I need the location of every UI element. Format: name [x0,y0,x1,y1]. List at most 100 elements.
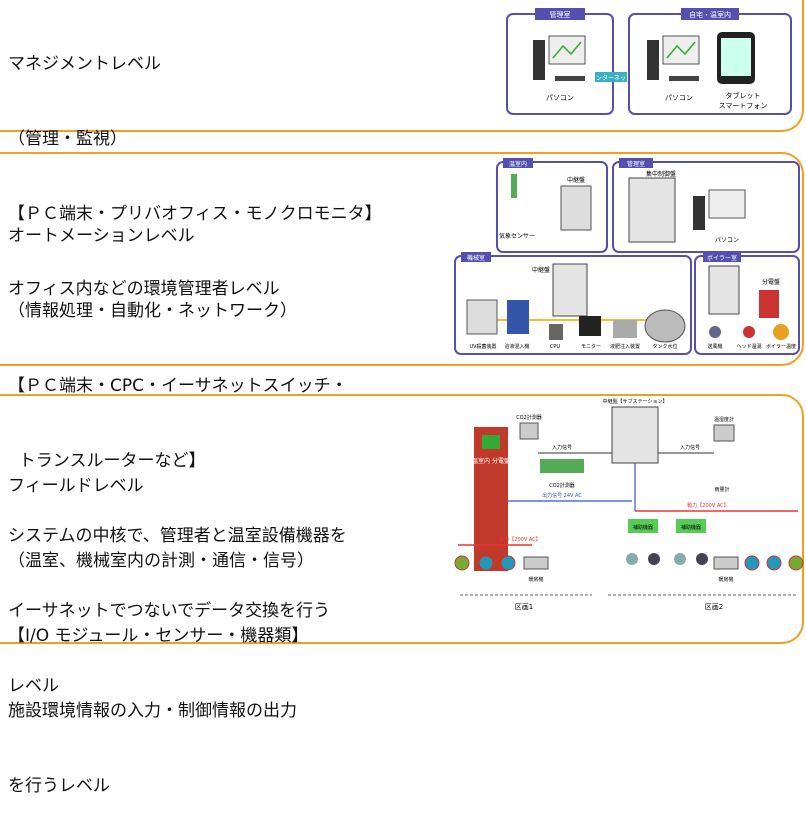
substation-icon [611,406,659,464]
level-line: 施設環境情報の入力・制御情報の出力 [8,701,297,721]
sensor-icon [478,555,494,571]
fan-icon [674,553,686,565]
distribution-panel-icon [759,290,779,318]
weather-label: 気象センサー [499,232,535,240]
graph-icon [552,41,582,59]
boiler-unit-label: ボイラー温度 [766,343,796,350]
mixer-icon [507,300,529,334]
controller-label: 中継盤 [532,266,550,274]
level-line: 【ＰＣ端末・プリバオフィス・モノクロモニタ】 [8,204,382,224]
level-line: 【ＰＣ端末・CPC・イーサネットスイッチ・ [8,376,348,396]
unit-label: UV殺菌装置 [469,343,496,350]
plant-icon [511,174,517,198]
co2-sensor-icon [519,422,539,440]
field-level-text: フィールドレベル （温室、機械室内の計測・通信・信号） 【I/O モジュール・セ… [8,424,314,824]
unit-label: モニター [581,343,601,350]
co2-label-2: CO2計測器 [549,482,575,489]
home-box-title: 自宅・温室内 [689,10,731,19]
control-room-title: 管理室 [627,160,645,168]
controller-icon [560,185,592,231]
zone1-label: 区画1 [515,603,533,611]
boiler-room-title: ボイラー室 [707,254,737,262]
sensor-icon [500,555,516,571]
automation-diagram: 温室内 気象センサー 中継盤 管理室 集中制御盤 パソコン 機械室 中継盤 UV… [454,158,800,355]
controller-icon [552,263,588,317]
monitor-icon [708,189,746,219]
management-diagram: 管理室 パソコン インターネット 自宅・温室内 パソコン タブレット スマートフ… [506,8,792,115]
automation-level-panel [0,152,804,366]
tablet-screen [721,38,751,76]
internet-arrow [595,72,627,82]
central-controller-icon [628,177,676,243]
rain-label: 雨量計 [714,486,729,493]
pc-label: パソコン [546,94,574,102]
greenhouse-title: 温室内 [509,160,527,168]
level-line: を行うレベル [8,776,110,796]
unit-label: 溶液混入機 [504,343,529,350]
level-line: トランスルーターなど】 [8,451,206,471]
panel-label: 温室内 分電盤 [472,457,510,465]
phone-label: スマートフォン [719,102,768,110]
central-controller-label: 集中制御盤 [646,170,676,178]
distribution-panel-icon [474,427,508,571]
management-level-text: マネジメントレベル （管理・監視） 【ＰＣ端末・プリバオフィス・モノクロモニタ】… [8,2,382,327]
relay-icon [628,519,658,533]
tank-icon [644,309,686,343]
internet-label: インターネット [590,74,632,82]
valve-icon [648,553,660,565]
pc-tower-icon [533,40,545,80]
controller-icon [708,265,740,315]
fan-icon [709,326,721,338]
pc-tower-icon [647,40,659,80]
fertilizer-icon [613,320,637,338]
cpu-icon [549,324,563,340]
pc-label: パソコン [715,237,739,244]
boiler-icon [773,324,789,340]
pc-label: パソコン [665,94,693,102]
management-level-panel [0,0,804,132]
graph-icon [666,41,696,59]
keyboard-icon [555,76,585,81]
equipment-label: 暖房機 [528,576,543,583]
unit-label: タンク水位 [652,343,677,350]
heater-icon [523,556,549,570]
co2-label: CO2計測器 [516,414,542,421]
svg-text:暖房機: 暖房機 [718,576,733,583]
substation-label: 中継盤【サブステーション】 [603,398,668,405]
level-line: 【I/O モジュール・センサー・機器類】 [8,626,309,646]
input-label: 入力信号 [552,444,572,451]
plant-icon [540,459,584,473]
unit-label: CPU [550,344,561,350]
level-line: オフィス内などの環境管理者レベル [8,279,280,299]
level-title: オートメーションレベル [8,226,195,246]
office-box-header [535,8,585,20]
valve-icon [696,553,708,565]
controller-label: 中継盤 [567,176,585,184]
keyboard-icon [669,76,699,81]
boiler-unit-label: ヘッド温湯 [736,343,761,350]
office-box-title: 管理室 [550,10,571,19]
automation-level-text: オートメーションレベル （情報処理・自動化・ネットワーク） 【ＰＣ端末・CPC・… [8,174,348,724]
tablet-label: タブレット [726,91,761,100]
level-line: イーサネットでつないでデータ交換を行う [8,601,331,621]
level-title: マネジメントレベル [8,54,161,74]
monitor-icon [579,316,601,336]
level-line: （温室、機械室内の計測・通信・信号） [8,551,314,571]
pc-tower-icon [693,196,705,230]
valve-icon [743,326,755,338]
output-label: 出力信号 24V AC [542,492,582,499]
power-label-right: 動力【200V AC】 [687,502,728,509]
field-diagram: 中継盤【サブステーション】 CO2計測器 温湿度計 入力信号 入力信号 CO2計… [454,398,804,611]
level-line: （管理・監視） [8,129,127,149]
unit-label: 液肥注入装置 [610,343,640,350]
svg-text:入力信号: 入力信号 [680,444,700,451]
zone2-label: 区画2 [705,603,723,611]
level-line: （情報処理・自動化・ネットワーク） [8,301,297,321]
relay-label: 補助機器 [681,524,701,531]
temp-sensor-icon [713,424,735,442]
power-label-left: 動力【200V AC】 [499,536,540,543]
boiler-unit-label: 送風機 [707,343,722,350]
uv-unit-icon [466,299,498,335]
level-line: システムの中核で、管理者と温室設備機器を [8,526,347,546]
distribution-label: 分電盤 [762,278,780,286]
